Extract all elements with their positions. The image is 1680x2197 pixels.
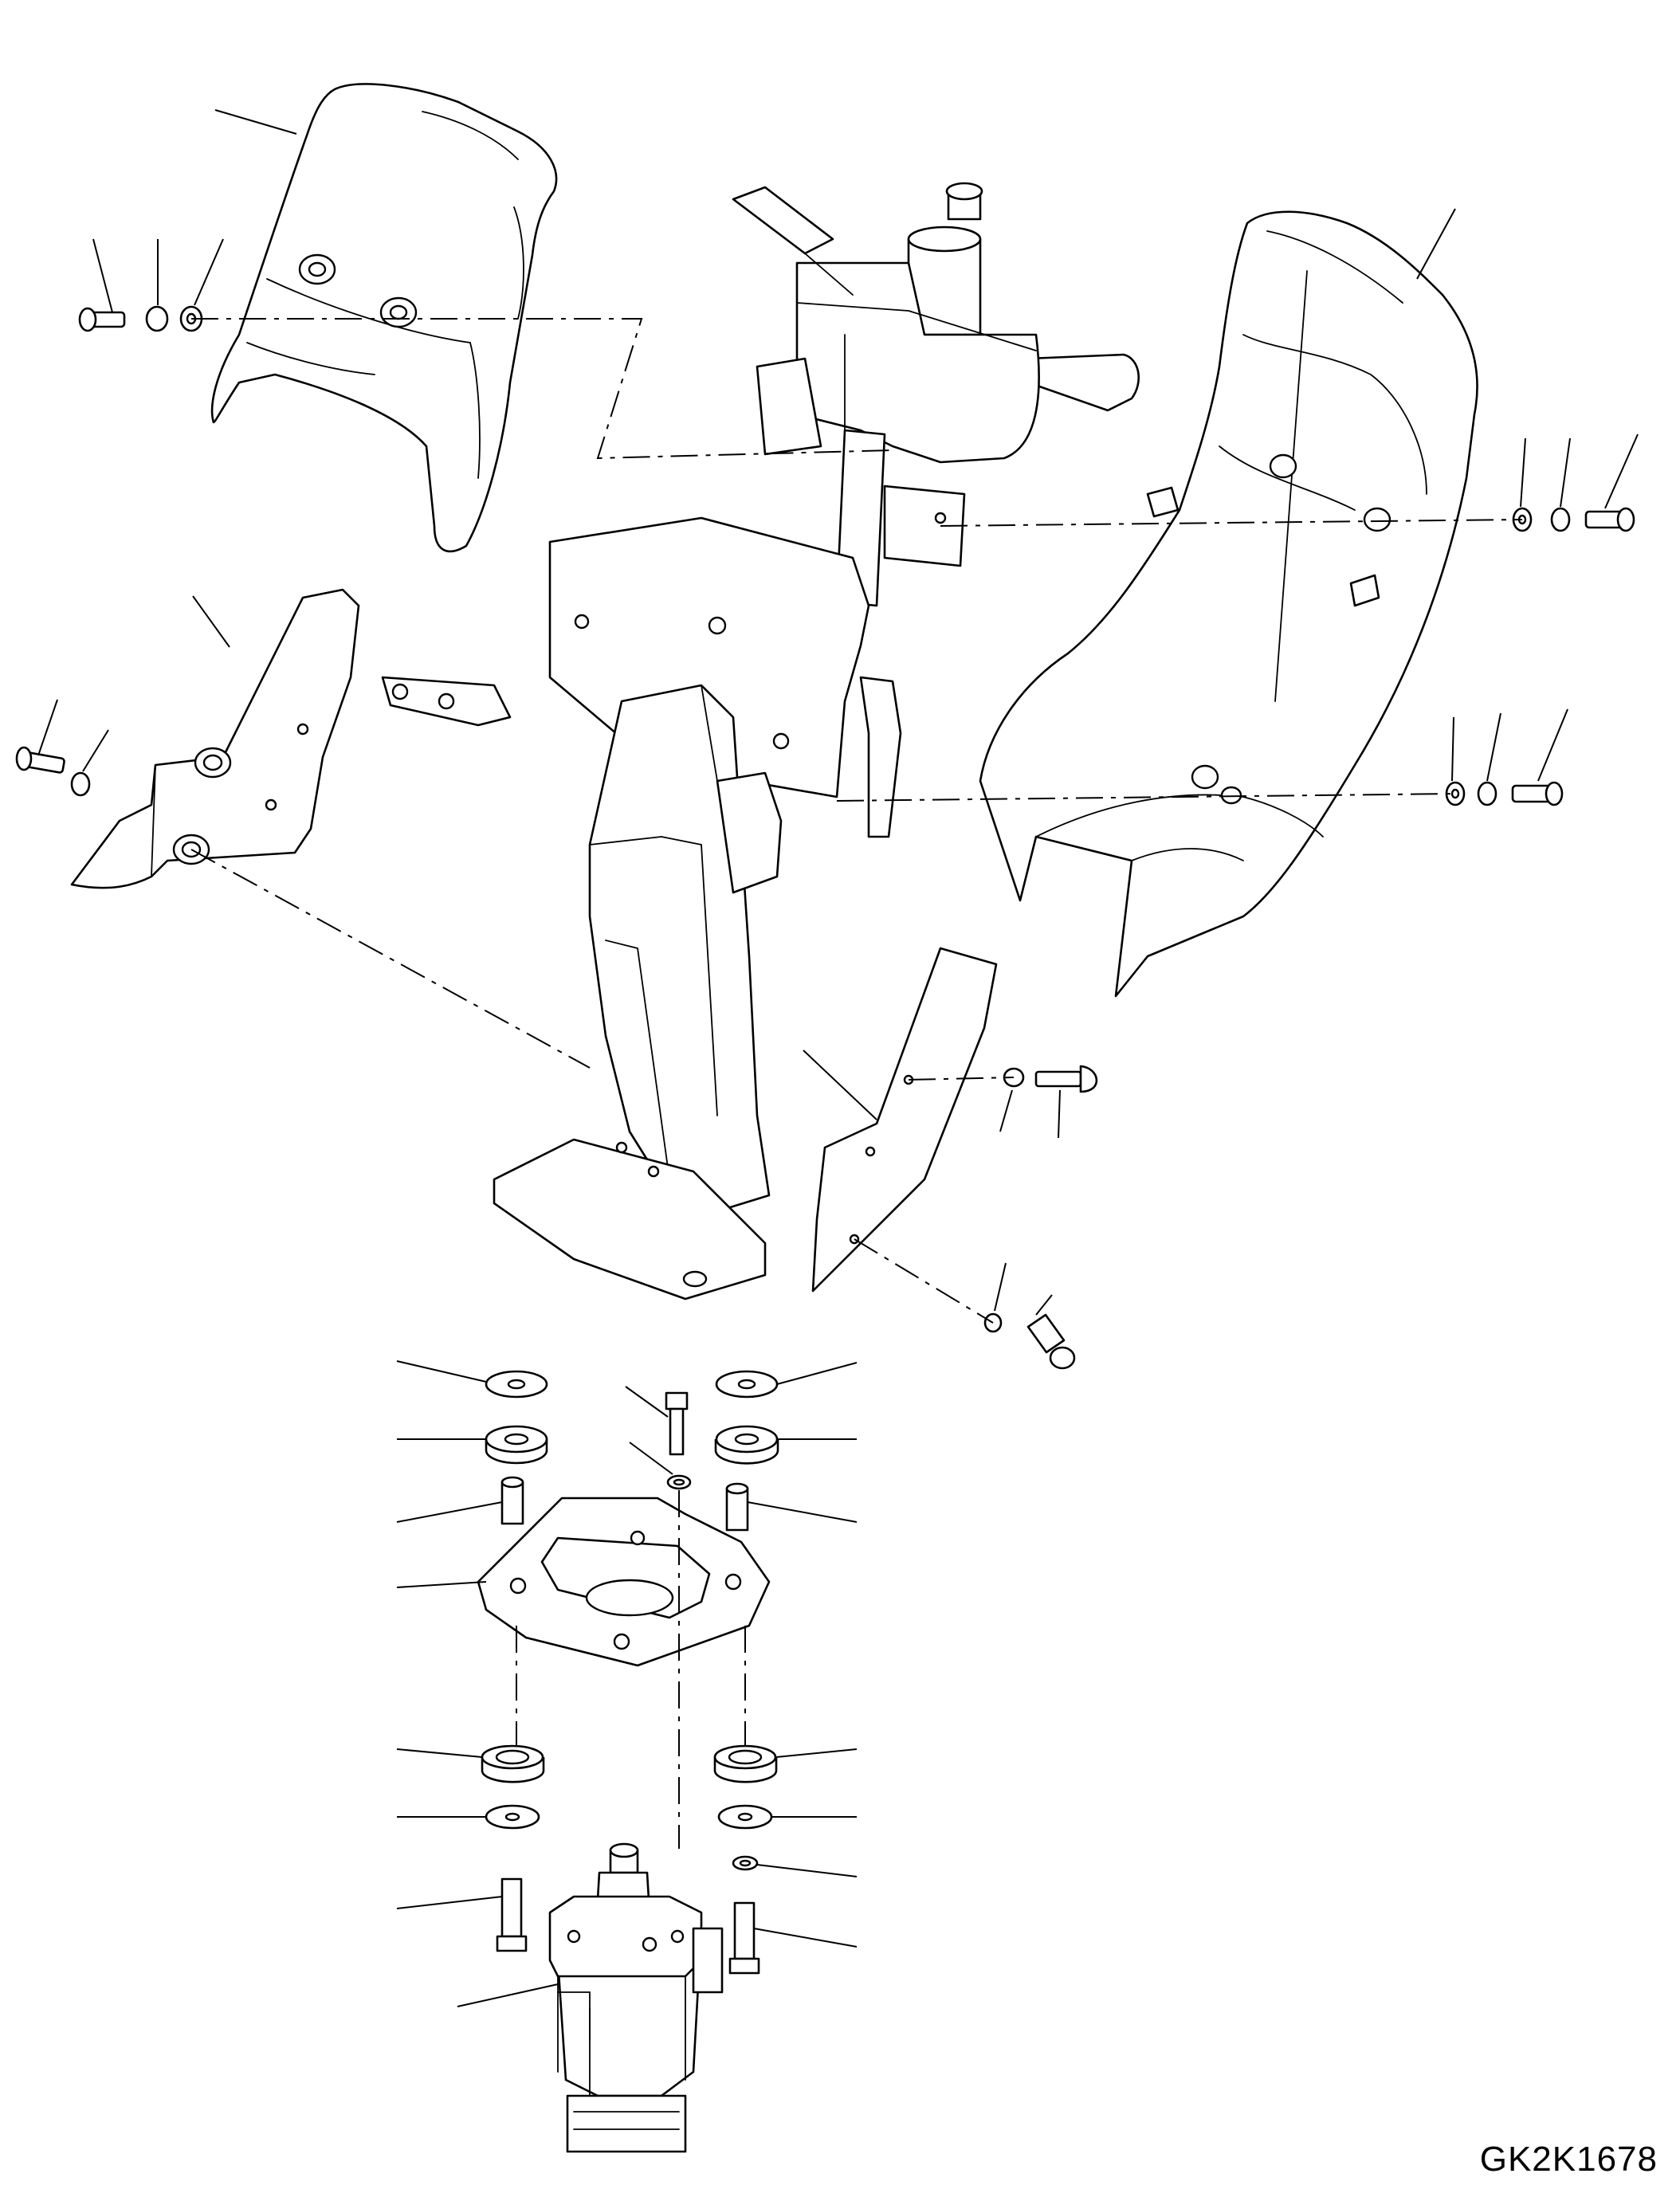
screw-washer-set-left-mid xyxy=(15,746,91,797)
mount-rubber-left xyxy=(485,1425,548,1465)
assembly-centerlines xyxy=(190,318,1523,1849)
mount-bolt-center xyxy=(665,1391,692,1490)
right-lower-cover xyxy=(811,947,998,1293)
mount-washer-bottom-right xyxy=(717,1804,773,1830)
mount-washer-top-left xyxy=(485,1370,548,1399)
screw-washer-set-plate-top xyxy=(1003,1065,1098,1093)
mount-rubber-right xyxy=(714,1425,779,1465)
cushion-rubber-right xyxy=(713,1744,778,1783)
screw-washer-set-right-upper xyxy=(1512,507,1635,532)
cushion-rubber-left xyxy=(481,1744,545,1783)
steering-unit-orbitrol xyxy=(548,1842,724,2153)
mount-bracket-plate xyxy=(477,1497,771,1667)
upper-column-cover xyxy=(210,83,558,553)
mount-washer-bottom-left xyxy=(485,1804,540,1830)
drawing-code: GK2K1678 xyxy=(1479,2140,1658,2179)
leader-lines xyxy=(37,109,1639,2007)
lower-column-cover-right xyxy=(979,210,1478,998)
column-detail-lines xyxy=(589,253,854,845)
spacer-collar-right xyxy=(725,1482,749,1532)
mount-bolt-right xyxy=(728,1901,760,1975)
small-washer-right xyxy=(732,1855,759,1871)
screw-washer-set-plate-bottom xyxy=(983,1312,1076,1370)
screw-washer-set-right-lower xyxy=(1445,781,1564,806)
left-lower-cover xyxy=(70,588,360,889)
spacer-collar-left xyxy=(500,1476,524,1525)
screw-washer-set-left-top xyxy=(78,305,203,332)
mount-washer-top-right xyxy=(715,1370,779,1399)
mount-bolt-left xyxy=(496,1877,528,1952)
steering-column-assembly xyxy=(381,182,1140,1301)
